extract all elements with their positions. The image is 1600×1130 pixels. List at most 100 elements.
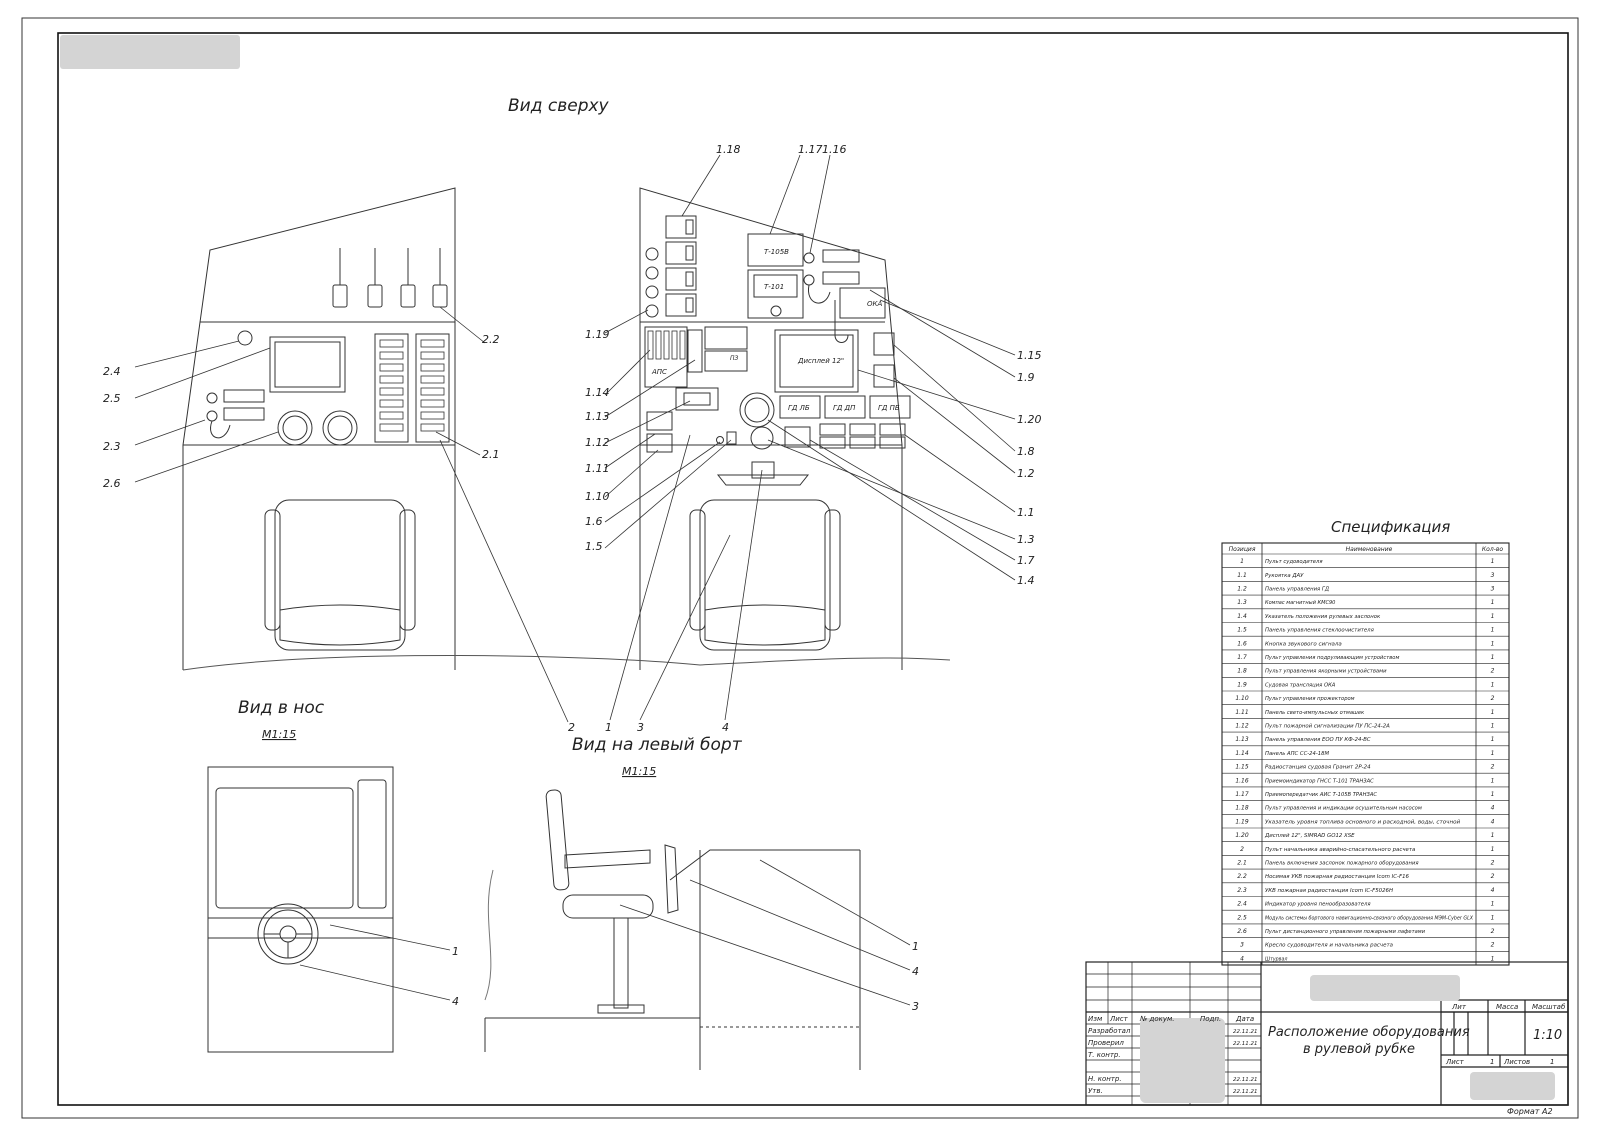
spec-name-cell: Судовая трансляция ОКА — [1265, 682, 1336, 688]
spec-qty-cell: 1 — [1491, 709, 1495, 716]
tb-role-list: Лист — [1109, 1015, 1129, 1023]
spec-qty-cell: 1 — [1491, 901, 1495, 908]
tb-date-4: 22.11.21 — [1233, 1089, 1258, 1095]
tb-role-docnum: № докум. — [1139, 1015, 1175, 1023]
callout-1-2: 1.2 — [1017, 467, 1035, 480]
spec-name-cell: Пульт управления подруливающим устройств… — [1265, 655, 1399, 661]
callout-1-7: 1.7 — [1017, 554, 1035, 567]
spec-table-frame — [1221, 542, 1510, 966]
spec-qty-cell: 1 — [1491, 558, 1495, 565]
spec-name-cell: Пульт судоводителя — [1265, 559, 1323, 565]
spec-name-cell: Рукоятка ДАУ — [1265, 573, 1304, 579]
spec-qty-cell: 1 — [1491, 722, 1495, 729]
spec-name-cell: Указатель положения рулевых заслонок — [1265, 614, 1381, 620]
spec-pos-cell: 1.10 — [1235, 695, 1249, 702]
spec-qty-cell: 1 — [1491, 914, 1495, 921]
blurred-signatures — [1140, 1018, 1225, 1103]
callout-1-15: 1.15 — [1017, 349, 1042, 362]
spec-pos-cell: 1.4 — [1237, 613, 1247, 620]
tb-role-izm: Изм — [1088, 1015, 1103, 1023]
spec-qty-cell: 1 — [1491, 627, 1495, 634]
spec-qty-cell: 1 — [1491, 750, 1495, 757]
tb-role-tcontrol: Т. контр. — [1088, 1051, 1121, 1059]
callout-1-19: 1.19 — [585, 328, 610, 341]
spec-pos-cell: 1.11 — [1235, 709, 1248, 716]
spec-name-cell: Указатель уровня топлива основного и рас… — [1265, 819, 1461, 825]
spec-name-cell: Пульт начальника аварийно-спасательного … — [1265, 847, 1415, 853]
spec-pos-cell: 1.3 — [1237, 599, 1247, 606]
callout-1-11: 1.11 — [585, 462, 610, 475]
tb-date-1: 22.11.21 — [1233, 1029, 1258, 1035]
side-callout-3: 3 — [912, 1000, 919, 1013]
bow-callout-4: 4 — [452, 995, 459, 1008]
spec-qty-cell: 2 — [1491, 928, 1495, 935]
tb-sheets-label: Листов — [1503, 1058, 1530, 1066]
spec-name-cell: Компас магнитный КМС90 — [1265, 600, 1336, 606]
spec-pos-cell: 1.6 — [1237, 640, 1247, 647]
deck-line-top-view — [182, 654, 951, 671]
spec-qty-cell: 2 — [1491, 668, 1495, 675]
spec-title: Спецификация — [1331, 518, 1450, 536]
spec-pos-cell: 1.19 — [1235, 818, 1249, 825]
spec-name-cell: Пульт управления и индикации осушительны… — [1265, 806, 1422, 812]
spec-qty-cell: 1 — [1491, 640, 1495, 647]
callout-1-3: 1.3 — [1017, 533, 1035, 546]
label-gd3: ГД ПБ — [878, 404, 900, 412]
tb-format: Формат А2 — [1507, 1107, 1553, 1116]
spec-qty-cell: 3 — [1491, 585, 1495, 592]
callout-1-20: 1.20 — [1017, 413, 1042, 426]
spec-pos-cell: 1.16 — [1235, 777, 1249, 784]
spec-qty-cell: 1 — [1491, 955, 1495, 962]
callout-2-3: 2.3 — [103, 440, 121, 453]
tb-sheet-no: 1 — [1490, 1058, 1494, 1066]
callout-1-12: 1.12 — [585, 436, 610, 449]
inner-frame — [57, 32, 1569, 1106]
view-title-bow: Вид в нос — [238, 698, 325, 718]
label-gnss: Т-101 — [764, 283, 784, 291]
spec-qty-cell: 1 — [1491, 736, 1495, 743]
spec-name-cell: Дисплей 12", SIMRAD GO12 XSE — [1264, 833, 1355, 839]
spec-pos-cell: 2.6 — [1237, 928, 1247, 935]
spec-name-cell: Кресло судоводителя и начальника расчета — [1265, 943, 1393, 949]
spec-qty-cell: 3 — [1491, 572, 1495, 579]
spec-name-cell: Панель управления стеклоочистителя — [1265, 628, 1375, 634]
label-oka: ОКА — [867, 300, 882, 308]
callouts-right: 1.18 1.17 1.16 1.19 1.14 1.13 1.12 1.11 … — [585, 143, 1042, 734]
spec-pos-cell: 4 — [1240, 955, 1244, 962]
label-gd1: ГД ЛБ — [788, 404, 810, 412]
blurred-org — [1470, 1072, 1555, 1100]
tb-col-mass: Масса — [1496, 1003, 1518, 1011]
spec-qty-cell: 4 — [1491, 818, 1495, 825]
callout-1-9: 1.9 — [1017, 371, 1035, 384]
spec-name-cell: Индикатор уровня пенообразователя — [1265, 902, 1371, 908]
spec-pos-cell: 1.17 — [1235, 791, 1249, 798]
callout-1-16: 1.16 — [822, 143, 847, 156]
tb-role-ncontrol: Н. контр. — [1088, 1075, 1122, 1083]
label-ais: Т-105В — [764, 248, 789, 256]
spec-pos-cell: 1 — [1240, 558, 1244, 565]
spec-pos-cell: 1.2 — [1237, 585, 1247, 592]
spec-name-cell: Пульт пожарной сигнализации ПУ ПС-24-2А — [1265, 723, 1390, 729]
callout-3: 3 — [637, 721, 644, 734]
tb-role-approved: Утв. — [1088, 1087, 1103, 1095]
spec-name-cell: Пульт управления прожектором — [1265, 696, 1355, 702]
spec-qty-cell: 4 — [1491, 805, 1495, 812]
tb-title-line2: в рулевой рубке — [1303, 1042, 1415, 1057]
spec-qty-cell: 1 — [1491, 681, 1495, 688]
tb-sheets-no: 1 — [1550, 1058, 1554, 1066]
spec-pos-cell: 2.3 — [1237, 887, 1247, 894]
label-aps: АПС — [651, 368, 667, 376]
callout-1: 1 — [605, 721, 612, 734]
leaders-right — [604, 154, 1016, 721]
spec-name-cell: Пульт дистанционного управления пожарным… — [1265, 929, 1425, 935]
callout-1-10: 1.10 — [585, 490, 610, 503]
callout-2: 2 — [568, 721, 575, 734]
spec-pos-cell: 1.7 — [1237, 654, 1247, 661]
tb-scale: 1:10 — [1533, 1028, 1562, 1043]
callout-1-18: 1.18 — [716, 143, 741, 156]
title-block — [1085, 961, 1569, 1106]
tb-date-2: 22.11.21 — [1233, 1041, 1258, 1047]
tb-role-checked: Проверил — [1088, 1039, 1124, 1047]
callouts-left: 2.4 2.5 2.3 2.6 2.2 2.1 2 — [103, 333, 575, 734]
label-gd2: ГД ДП — [833, 404, 856, 412]
